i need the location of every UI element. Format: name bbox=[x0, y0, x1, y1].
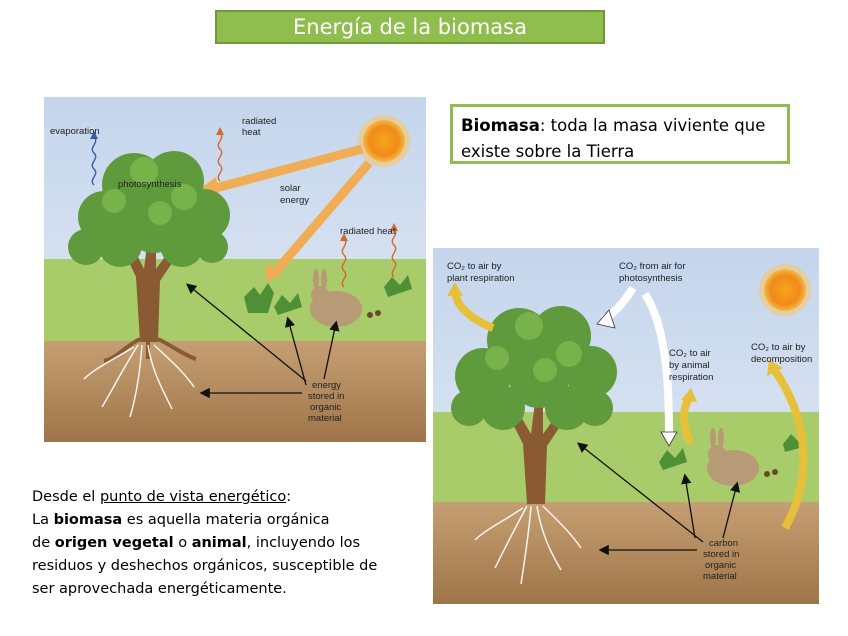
label-animal-respiration-1: CO₂ to air bbox=[669, 348, 711, 359]
label-energy-stored-2: stored in bbox=[308, 391, 344, 402]
label-radiated-heat-top-2: heat bbox=[242, 127, 261, 138]
desc-line-4: residuos y deshechos orgánicos, suscepti… bbox=[32, 555, 402, 578]
carbon-diagram: CO₂ to air by plant respiration CO₂ from… bbox=[433, 248, 819, 604]
sun-icon bbox=[358, 115, 410, 167]
label-solar-energy-1: solar bbox=[280, 183, 301, 194]
label-animal-respiration-2: by animal bbox=[669, 360, 710, 371]
label-carbon-stored-3: organic bbox=[705, 560, 736, 571]
desc-bold-origen-vegetal: origen vegetal bbox=[55, 535, 174, 551]
desc-bold-biomasa: biomasa bbox=[54, 512, 123, 528]
label-animal-respiration-3: respiration bbox=[669, 372, 713, 383]
desc-line-3-mid: o bbox=[174, 535, 192, 551]
energy-diagram: evaporation radiated heat photosynthesis… bbox=[44, 97, 426, 442]
label-decomposition-1: CO₂ to air by bbox=[751, 342, 806, 353]
label-photosynthesis-1: CO₂ from air for bbox=[619, 261, 686, 272]
desc-line-3-suffix: , incluyendo los bbox=[247, 535, 360, 551]
desc-underlined: punto de vista energético bbox=[100, 489, 286, 505]
label-decomposition-2: decomposition bbox=[751, 354, 812, 365]
label-carbon-stored-4: material bbox=[703, 571, 737, 582]
label-plant-respiration-2: plant respiration bbox=[447, 273, 515, 284]
label-carbon-stored-1: carbon bbox=[709, 538, 738, 549]
desc-line-5: ser aprovechada energéticamente. bbox=[32, 578, 402, 601]
desc-line-1-suffix: : bbox=[286, 489, 291, 505]
definition-term: Biomasa bbox=[461, 116, 540, 135]
definition-box: Biomasa: toda la masa viviente que exist… bbox=[450, 104, 790, 164]
label-energy-stored-4: material bbox=[308, 413, 342, 424]
page-title: Energía de la biomasa bbox=[293, 15, 527, 39]
grass bbox=[44, 259, 426, 341]
label-plant-respiration-1: CO₂ to air by bbox=[447, 261, 502, 272]
label-solar-energy-2: energy bbox=[280, 195, 309, 206]
desc-bold-animal: animal bbox=[192, 535, 247, 551]
soil bbox=[433, 502, 819, 604]
desc-line-2-suffix: es aquella materia orgánica bbox=[122, 512, 329, 528]
desc-line-1: Desde el punto de vista energético: bbox=[32, 486, 402, 509]
label-energy-stored-1: energy bbox=[312, 380, 341, 391]
desc-line-3: de origen vegetal o animal, incluyendo l… bbox=[32, 532, 402, 555]
label-radiated-heat-right: radiated heat bbox=[340, 226, 396, 237]
title-banner: Energía de la biomasa bbox=[215, 10, 605, 44]
label-energy-stored-3: organic bbox=[310, 402, 341, 413]
desc-line-1-prefix: Desde el bbox=[32, 489, 100, 505]
sun-icon bbox=[759, 264, 811, 316]
desc-line-2-prefix: La bbox=[32, 512, 54, 528]
label-radiated-heat-top-1: radiated bbox=[242, 116, 276, 127]
label-evaporation: evaporation bbox=[50, 126, 100, 137]
soil bbox=[44, 341, 426, 442]
label-photosynthesis: photosynthesis bbox=[118, 179, 182, 190]
desc-line-2: La biomasa es aquella materia orgánica bbox=[32, 509, 402, 532]
desc-line-3-prefix: de bbox=[32, 535, 55, 551]
label-carbon-stored-2: stored in bbox=[703, 549, 739, 560]
label-photosynthesis-2: photosynthesis bbox=[619, 273, 683, 284]
description-paragraph: Desde el punto de vista energético: La b… bbox=[32, 486, 402, 601]
